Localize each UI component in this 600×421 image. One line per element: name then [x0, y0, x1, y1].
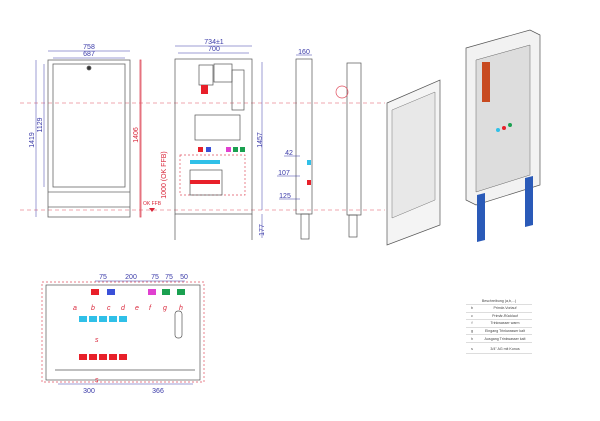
dim-side-depth: 160: [298, 49, 310, 56]
legend-key: s: [466, 345, 478, 354]
side-valve-red: [307, 180, 311, 185]
dim-front-height-door: 1129: [37, 117, 44, 132]
dim-top-0: 75: [99, 274, 107, 281]
legend-value: 3/4" AG mit Konus: [478, 345, 532, 354]
conn-label-d: d: [121, 305, 126, 312]
side-valve-cyan: [307, 160, 311, 165]
legend-value: Ausgang Trinkwasser kalt: [478, 334, 532, 343]
conn-label-g: g: [163, 305, 167, 312]
manifold-label-s1: s: [95, 337, 99, 344]
legend-value: Eingang Trinkwasser kalt: [478, 327, 532, 336]
dim-side-125: 125: [279, 193, 291, 200]
dim-top-4: 50: [180, 274, 188, 281]
floor-mark-icon: [149, 208, 155, 212]
detail-view: [41, 281, 205, 383]
floor-mark-label: OK FFB: [143, 201, 162, 207]
side-view: [295, 58, 362, 240]
detail-dimensions: [58, 280, 193, 385]
dim-side-42: 42: [285, 150, 293, 157]
legend-key: b: [466, 305, 478, 313]
side-dimensions: [277, 54, 312, 200]
legend-value: Primär-Rücklauf: [478, 312, 532, 321]
conn-label-f: f: [149, 305, 152, 312]
legend-key: g: [466, 327, 478, 336]
dim-top-3: 75: [165, 274, 173, 281]
dim-foot-height: 177: [259, 224, 266, 236]
legend-value: Trinkwasser warm: [478, 319, 532, 328]
conn-label-b: b: [91, 305, 95, 312]
dim-open-height: 1457: [257, 132, 264, 148]
dim-front-width-outer: 758: [83, 44, 95, 51]
floor-level-label: 1000 (OK FFB): [161, 151, 168, 198]
conn-label-c: c: [107, 305, 111, 312]
dim-open-width-outer: 734±1: [204, 39, 224, 46]
open-view-valves: [190, 147, 245, 184]
isometric-door: [386, 79, 441, 246]
dim-red-height: 1406: [133, 127, 140, 143]
conn-label-a: a: [73, 305, 77, 312]
dim-bottom-0: 300: [83, 388, 95, 395]
legend-key: h: [466, 334, 478, 343]
legend-key: f: [466, 319, 478, 328]
open-dimensions: [175, 45, 263, 238]
conn-label-h: h: [179, 305, 183, 312]
legend-key: c: [466, 312, 478, 321]
legend-header: Beschreibung (a,b,...): [466, 298, 532, 305]
front-view: [47, 59, 142, 218]
dim-open-width-inner: 700: [208, 46, 220, 53]
dim-front-height-total: 1419: [29, 132, 36, 148]
dim-top-1: 200: [125, 274, 137, 281]
pump-red: [201, 85, 208, 94]
dim-top-2: 75: [151, 274, 159, 281]
dim-bottom-1: 366: [152, 388, 164, 395]
isometric-cabinet: [465, 29, 541, 242]
dim-side-107: 107: [278, 170, 290, 177]
dim-front-width-inner: 687: [83, 51, 95, 58]
legend-value: Primär-Vorlauf: [478, 305, 532, 313]
detail-valves: [79, 289, 185, 360]
conn-label-e: e: [135, 305, 139, 312]
manifold-label-s2: s: [95, 377, 99, 384]
reference-lines: [20, 102, 385, 211]
open-cabinet-view: [174, 58, 253, 240]
front-dimensions: [35, 50, 130, 217]
